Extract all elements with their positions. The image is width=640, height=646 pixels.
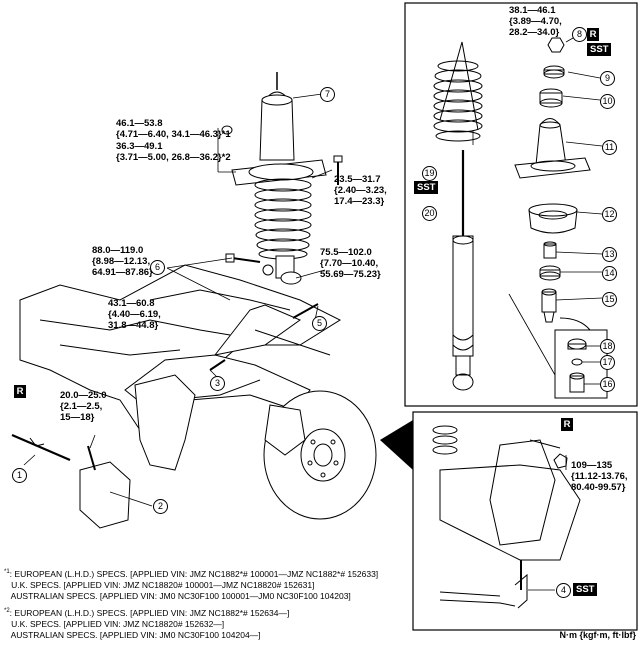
callout-13: 13 — [602, 247, 617, 262]
callout-16: 16 — [600, 377, 615, 392]
footnote-1: *1: EUROPEAN (L.H.D.) SPECS. [APPLIED VI… — [4, 568, 379, 601]
callout-15: 15 — [602, 292, 617, 307]
callout-10: 10 — [600, 94, 615, 109]
zoom-pointer — [380, 420, 413, 470]
units-legend: N·m {kgf·m, ft·lbf} — [559, 630, 637, 640]
parking-brake-cable — [11, 433, 71, 462]
leader-lines — [23, 33, 603, 591]
inset-assembly — [432, 425, 581, 609]
replace-badge: R — [561, 418, 573, 431]
spec-caliper-bolt: 20.0—25.0 {2.1—2.5, 15—18} — [60, 390, 107, 423]
exploded-mount-parts — [514, 37, 591, 393]
brake-caliper-mount — [264, 404, 306, 456]
spec-upper-mount-alt: 36.3—49.1 {3.71—5.00, 26.8—36.2}*2 — [116, 141, 231, 163]
exploded-view-frame — [404, 2, 638, 407]
knuckle — [134, 374, 196, 471]
callout-3: 3 — [210, 376, 225, 391]
strut-assembly — [231, 72, 327, 285]
spec-upper-mount: 46.1—53.8 {4.71—6.40, 34.1—46.3}*1 — [116, 118, 231, 140]
spec-top-nut: 38.1—46.1 {3.89—4.70, 28.2—34.0} — [509, 5, 562, 38]
sst-badge: SST — [414, 181, 439, 194]
replace-badge: R — [587, 28, 599, 41]
callout-11: 11 — [602, 140, 617, 155]
sst-badge: SST — [573, 583, 598, 596]
spec-stabilizer: 75.5—102.0 {7.70—10.40, 55.69—75.23} — [320, 247, 381, 280]
callout-6: 6 — [150, 260, 165, 275]
callout-4: 4 — [556, 583, 571, 598]
exploded-spring — [433, 41, 483, 142]
callout-8: 8 — [572, 27, 587, 42]
callout-17: 17 — [600, 355, 615, 370]
coil-spring — [254, 178, 312, 260]
sst-badge: SST — [587, 43, 612, 56]
callout-1: 1 — [12, 468, 27, 483]
callout-9: 9 — [600, 71, 615, 86]
callout-14: 14 — [602, 266, 617, 281]
spec-knuckle-nut: 109—135 {11.12-13.76, 80.40-99.57} — [571, 460, 628, 493]
exploded-damper — [452, 150, 474, 391]
callout-7: 7 — [320, 87, 335, 102]
replace-badge: R — [14, 385, 26, 398]
footnote-2: *2: EUROPEAN (L.H.D.) SPECS. [APPLIED VI… — [4, 607, 290, 640]
callout-12: 12 — [602, 207, 617, 222]
callout-18: 18 — [600, 339, 615, 354]
callout-19: 19 — [422, 166, 437, 181]
spec-lower-bolt: 88.0—119.0 {8.98—12.13, 64.91—87.86} — [92, 245, 153, 278]
bumper-leader-arc — [559, 317, 591, 331]
callout-20: 20 — [422, 206, 437, 221]
brake-caliper — [79, 461, 131, 529]
spec-mount-bolt: 23.5—31.7 {2.40—3.23, 17.4—23.3} — [334, 174, 387, 207]
callout-5: 5 — [312, 316, 327, 331]
callout-2: 2 — [153, 499, 168, 514]
spec-arm-bolt: 43.1—60.8 {4.40—6.19, 31.8—44.8} — [108, 298, 161, 331]
inset-frame — [412, 411, 638, 631]
